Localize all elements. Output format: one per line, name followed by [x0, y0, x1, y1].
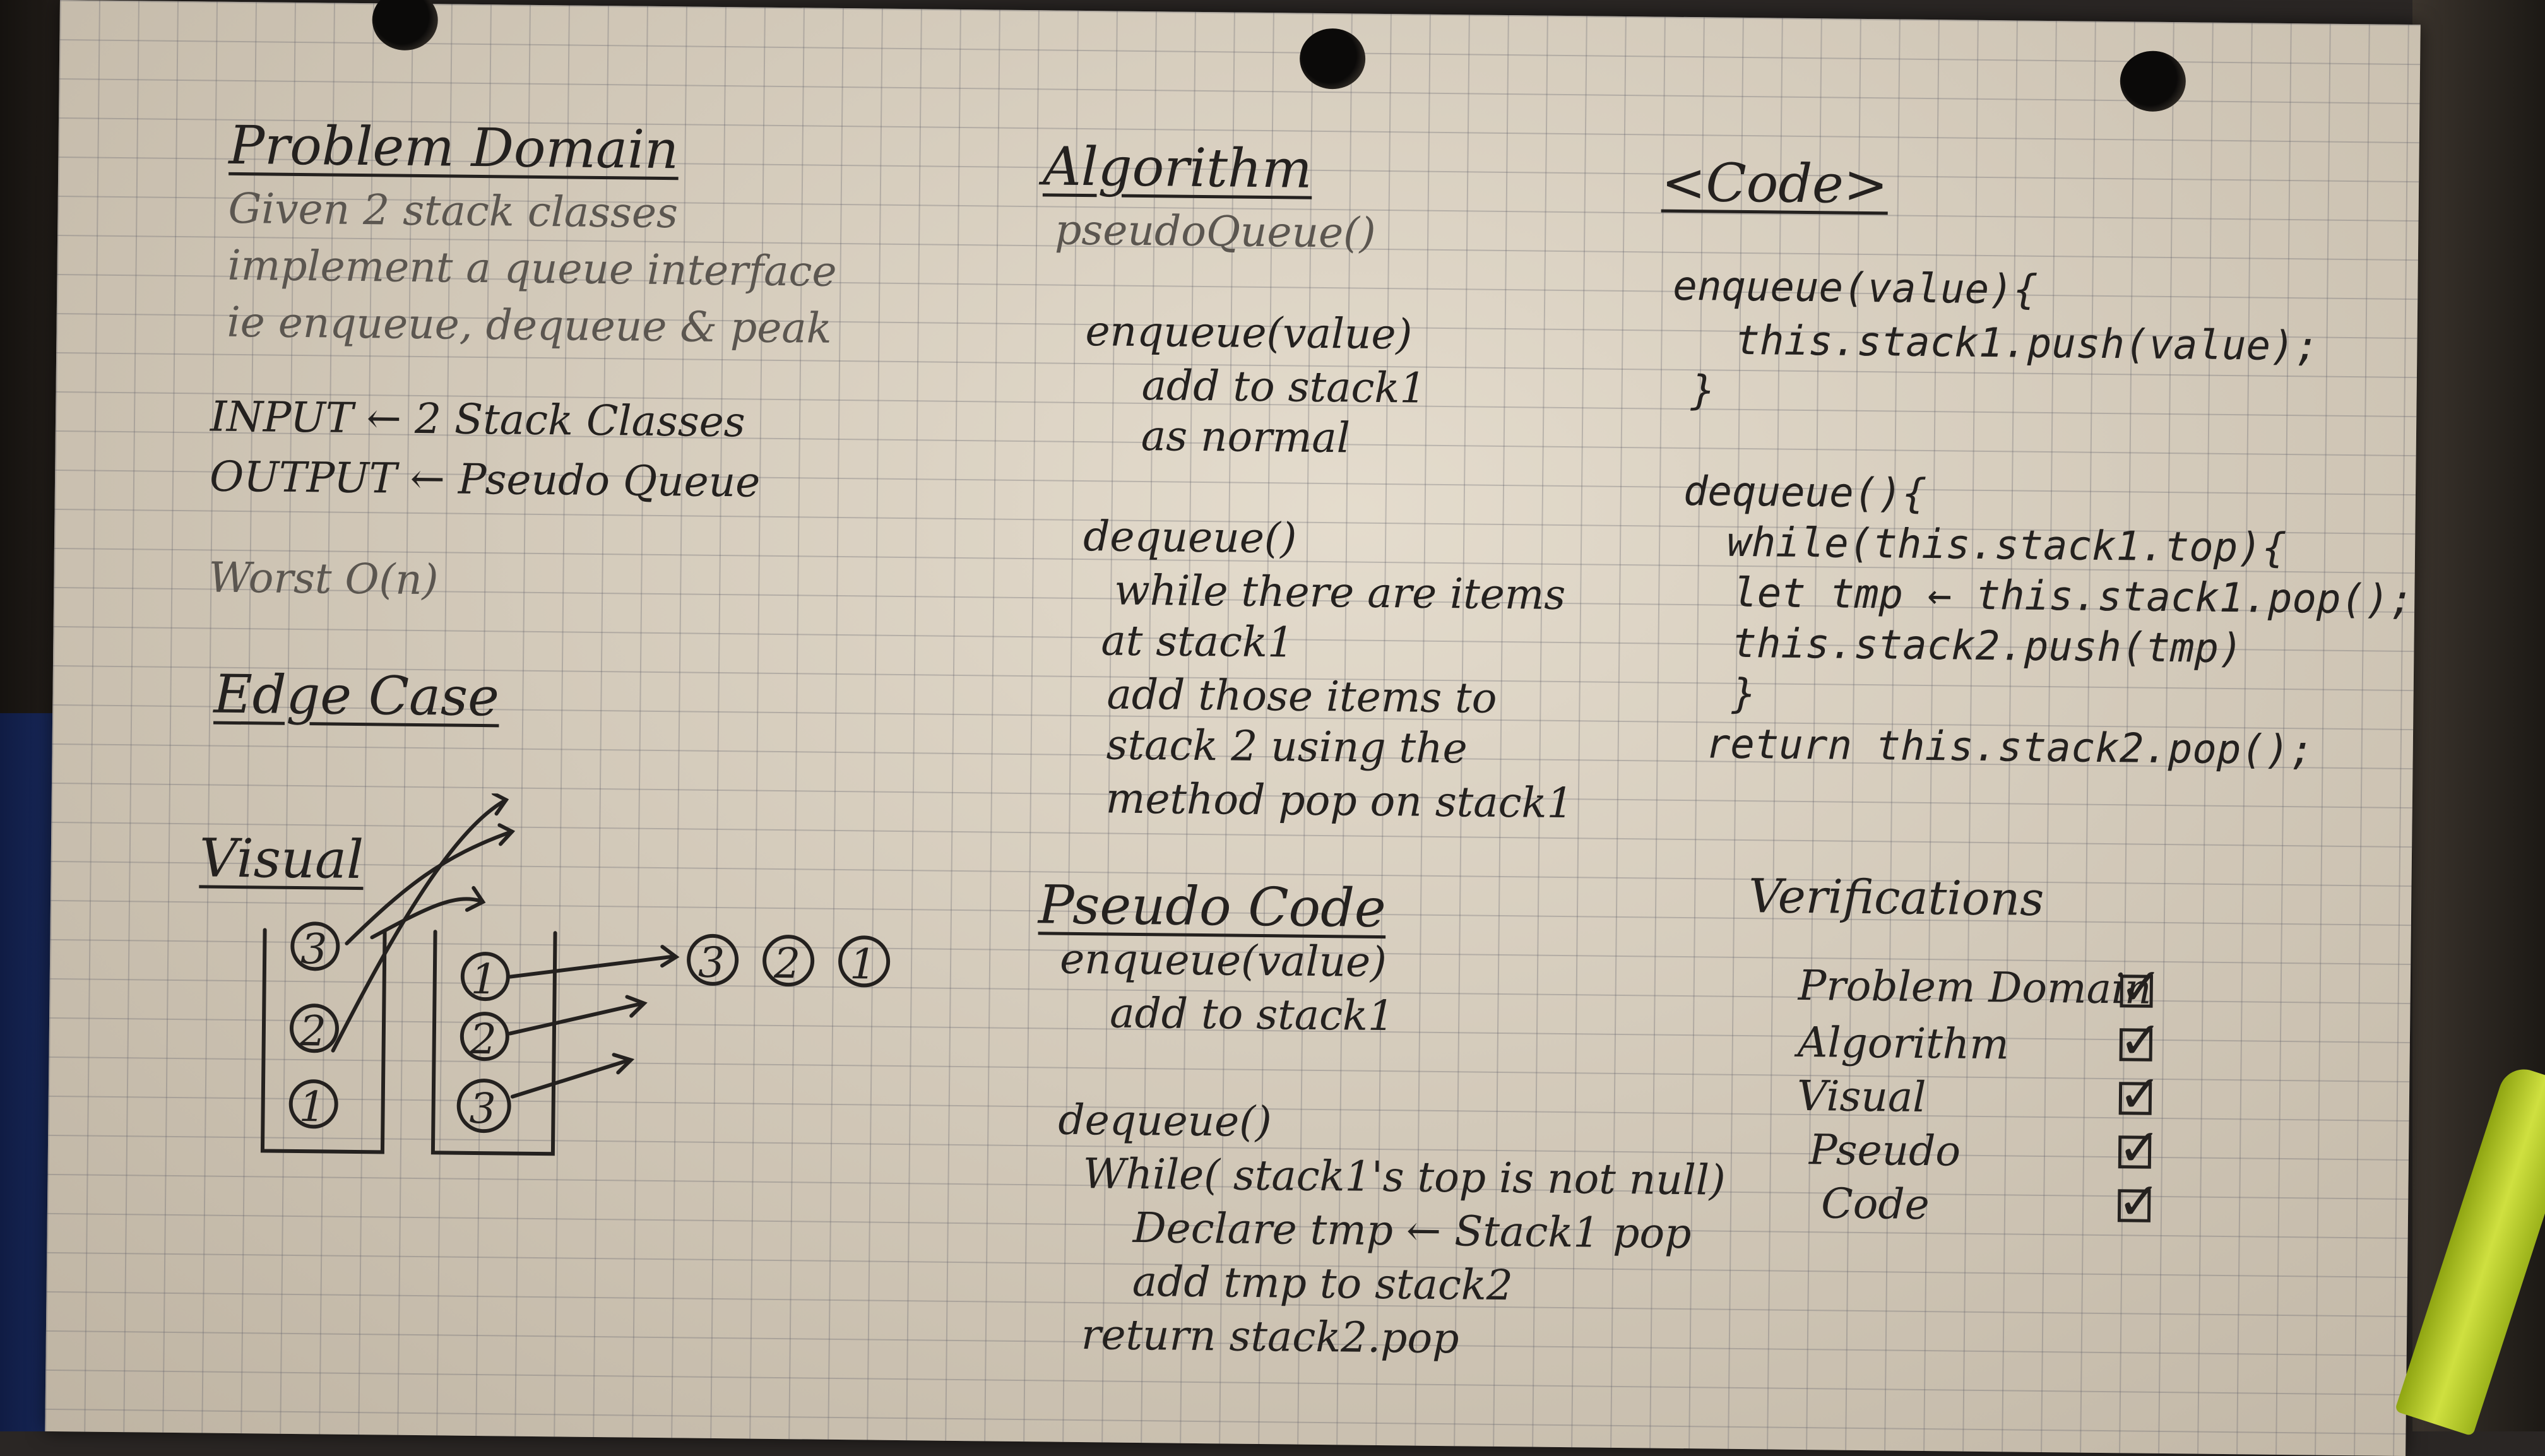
- verification-label: Pseudo: [1808, 1125, 1961, 1176]
- transfer-arrow: [370, 897, 482, 940]
- pop-arrow: [510, 1058, 632, 1099]
- pseudo-dequeue-line: add tmp to stack2: [1132, 1257, 1514, 1310]
- pseudo-dequeue-line: Declare tmp ← Stack1 pop: [1132, 1203, 1692, 1258]
- checkmark-icon: ✓: [2117, 1118, 2162, 1178]
- transfer-arrow: [331, 798, 508, 1053]
- pop-arrow: [507, 1001, 645, 1036]
- edge-case-heading: Edge Case: [213, 663, 500, 728]
- verification-checkbox: ✓: [2118, 1010, 2162, 1071]
- code-line: enqueue(value){: [1673, 263, 2038, 314]
- algorithm-heading: Algorithm: [1042, 135, 1313, 200]
- arrow-head: [497, 823, 516, 846]
- problem-domain-heading: Problem Domain: [228, 114, 679, 181]
- checkmark-icon: ✓: [2119, 957, 2164, 1017]
- verification-label: Problem Domain: [1798, 961, 2152, 1014]
- algorithm-dequeue-line: stack 2 using the: [1106, 720, 1468, 773]
- code-line: }: [1731, 670, 1757, 718]
- code-line: }: [1690, 367, 1716, 415]
- arrow-head: [491, 791, 509, 816]
- algorithm-enqueue-line: as normal: [1141, 411, 1351, 463]
- code-line: this.stack2.push(tmp): [1732, 620, 2243, 673]
- result-item: 3: [697, 938, 725, 988]
- stack1-item-circle: [288, 1079, 338, 1129]
- stack2-item: 1: [470, 954, 498, 1004]
- pseudo-code-heading: Pseudo Code: [1038, 873, 1387, 940]
- stack-diagram: [260, 791, 891, 1156]
- checkmark-icon: ✓: [2118, 1064, 2162, 1125]
- problem-line: Given 2 stack classes: [228, 184, 679, 238]
- verification-label: Visual: [1796, 1071, 1926, 1122]
- stack1-item-circle: [290, 921, 340, 971]
- visual-section: Visual: [60, 0, 2421, 1156]
- algorithm-dequeue-line: while there are items: [1113, 565, 1566, 620]
- binder-hole: [2120, 50, 2186, 112]
- code-line: dequeue(){: [1683, 468, 1927, 518]
- algorithm-enqueue-line: add to stack1: [1141, 360, 1427, 413]
- arrow-head: [625, 995, 648, 1018]
- arrow-head: [660, 945, 680, 968]
- stack1-item: 3: [300, 925, 328, 974]
- output-line: OUTPUT ← Pseudo Queue: [209, 452, 761, 507]
- arrow-head: [465, 885, 486, 912]
- code-line: let tmp ← this.stack1.pop();: [1732, 569, 2414, 624]
- binder-hole: [1299, 28, 1366, 90]
- code-line: this.stack1.push(value);: [1735, 317, 2320, 370]
- verifications-heading: Verifications: [1748, 869, 2044, 926]
- stack2-item-circle: [460, 1012, 509, 1062]
- verification-checkbox: ✓: [2117, 1171, 2161, 1232]
- problem-line: ie enqueue, dequeue & peak: [227, 297, 833, 353]
- problem-line: implement a queue interface: [227, 240, 837, 296]
- stack2-item: 2: [470, 1014, 497, 1064]
- code-line: return this.stack2.pop();: [1706, 721, 2315, 774]
- verification-checkbox: ✓: [2118, 1118, 2162, 1178]
- verification-label: Algorithm: [1797, 1017, 2010, 1069]
- stack2-item-circle: [460, 952, 510, 1002]
- result-item-circle: [838, 935, 891, 988]
- checkmark-icon: ✓: [2118, 1010, 2163, 1071]
- pseudo-dequeue-signature: dequeue(): [1058, 1095, 1272, 1147]
- algorithm-dequeue-line: method pop on stack1: [1105, 774, 1574, 828]
- result-item: 2: [773, 938, 801, 988]
- stack2-outline: [430, 930, 557, 1156]
- result-item: 1: [849, 940, 877, 989]
- algorithm-dequeue-line: at stack1: [1101, 616, 1295, 667]
- result-item-circle: [762, 935, 815, 987]
- worst-case-line: Worst O(n): [208, 553, 439, 605]
- pseudo-dequeue-while: While( stack1's top is not null): [1083, 1149, 1726, 1205]
- stack2-item-circle: [456, 1079, 511, 1133]
- stack1-outline: [260, 928, 387, 1154]
- arrow-head: [612, 1053, 635, 1075]
- algorithm-enqueue-signature: enqueue(value): [1085, 307, 1413, 359]
- algorithm-name: pseudoQueue(): [1054, 205, 1377, 257]
- stack1-item: 1: [299, 1082, 326, 1132]
- verification-checkbox: ✓: [2118, 1064, 2162, 1125]
- stack1-item-circle: [289, 1003, 339, 1053]
- result-item-circle: [687, 933, 739, 986]
- stack1-item: 2: [299, 1007, 327, 1056]
- stack2-item: 3: [469, 1084, 497, 1133]
- checkmark-icon: ✓: [2116, 1171, 2161, 1232]
- algorithm-dequeue-line: add those items to: [1106, 670, 1497, 723]
- pseudo-enqueue-signature: enqueue(value): [1059, 934, 1387, 987]
- verification-checkbox: ✓: [2119, 957, 2163, 1017]
- verification-label: Code: [1820, 1179, 1930, 1229]
- binder-hole: [372, 0, 439, 51]
- transfer-arrow: [345, 829, 514, 945]
- algorithm-dequeue-signature: dequeue(): [1083, 512, 1297, 563]
- pseudo-dequeue-return: return stack2.pop: [1081, 1310, 1459, 1363]
- code-line: while(this.stack1.top){: [1726, 519, 2287, 572]
- graph-paper-sheet: Problem Domain Given 2 stack classes imp…: [45, 0, 2421, 1456]
- input-line: INPUT ← 2 Stack Classes: [210, 392, 746, 447]
- pseudo-enqueue-body: add to stack1: [1109, 988, 1395, 1041]
- pop-arrow: [508, 954, 677, 979]
- code-heading: <Code>: [1661, 151, 1889, 216]
